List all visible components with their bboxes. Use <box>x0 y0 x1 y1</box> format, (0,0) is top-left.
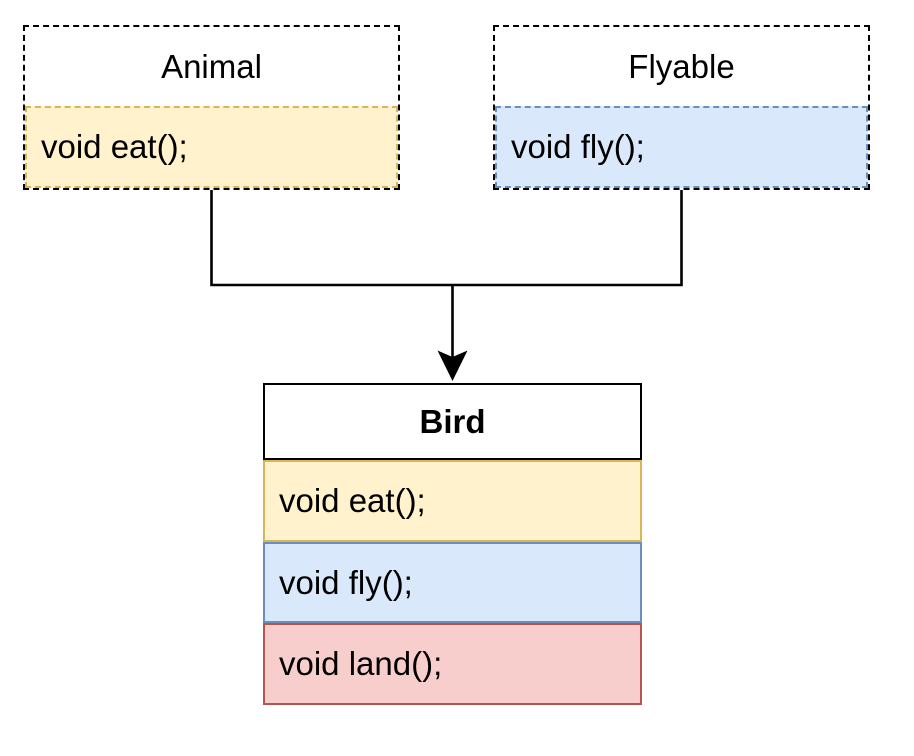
class-box-animal[interactable]: Animal void eat(); <box>23 25 400 190</box>
member-row[interactable]: void land(); <box>263 623 642 705</box>
class-title: Animal <box>161 47 262 85</box>
class-title: Bird <box>419 402 486 440</box>
member-label: void eat(); <box>279 482 426 519</box>
class-title-row[interactable]: Bird <box>263 383 642 460</box>
class-title-row[interactable]: Animal <box>25 27 398 106</box>
inheritance-edge[interactable] <box>210 189 683 360</box>
class-title: Flyable <box>628 47 735 85</box>
member-label: void fly(); <box>279 563 413 601</box>
class-title-row[interactable]: Flyable <box>495 27 868 106</box>
member-label: void eat(); <box>41 128 188 165</box>
member-row[interactable]: void eat(); <box>263 460 642 542</box>
member-label: void fly(); <box>511 128 645 165</box>
class-box-flyable[interactable]: Flyable void fly(); <box>493 25 870 190</box>
arrowhead-icon <box>437 350 468 381</box>
member-row[interactable]: void fly(); <box>495 106 868 188</box>
member-row[interactable]: void fly(); <box>263 542 642 623</box>
member-label: void land(); <box>279 645 443 682</box>
member-row[interactable]: void eat(); <box>25 106 398 188</box>
class-box-bird[interactable]: Bird void eat(); void fly(); void land()… <box>263 383 642 705</box>
